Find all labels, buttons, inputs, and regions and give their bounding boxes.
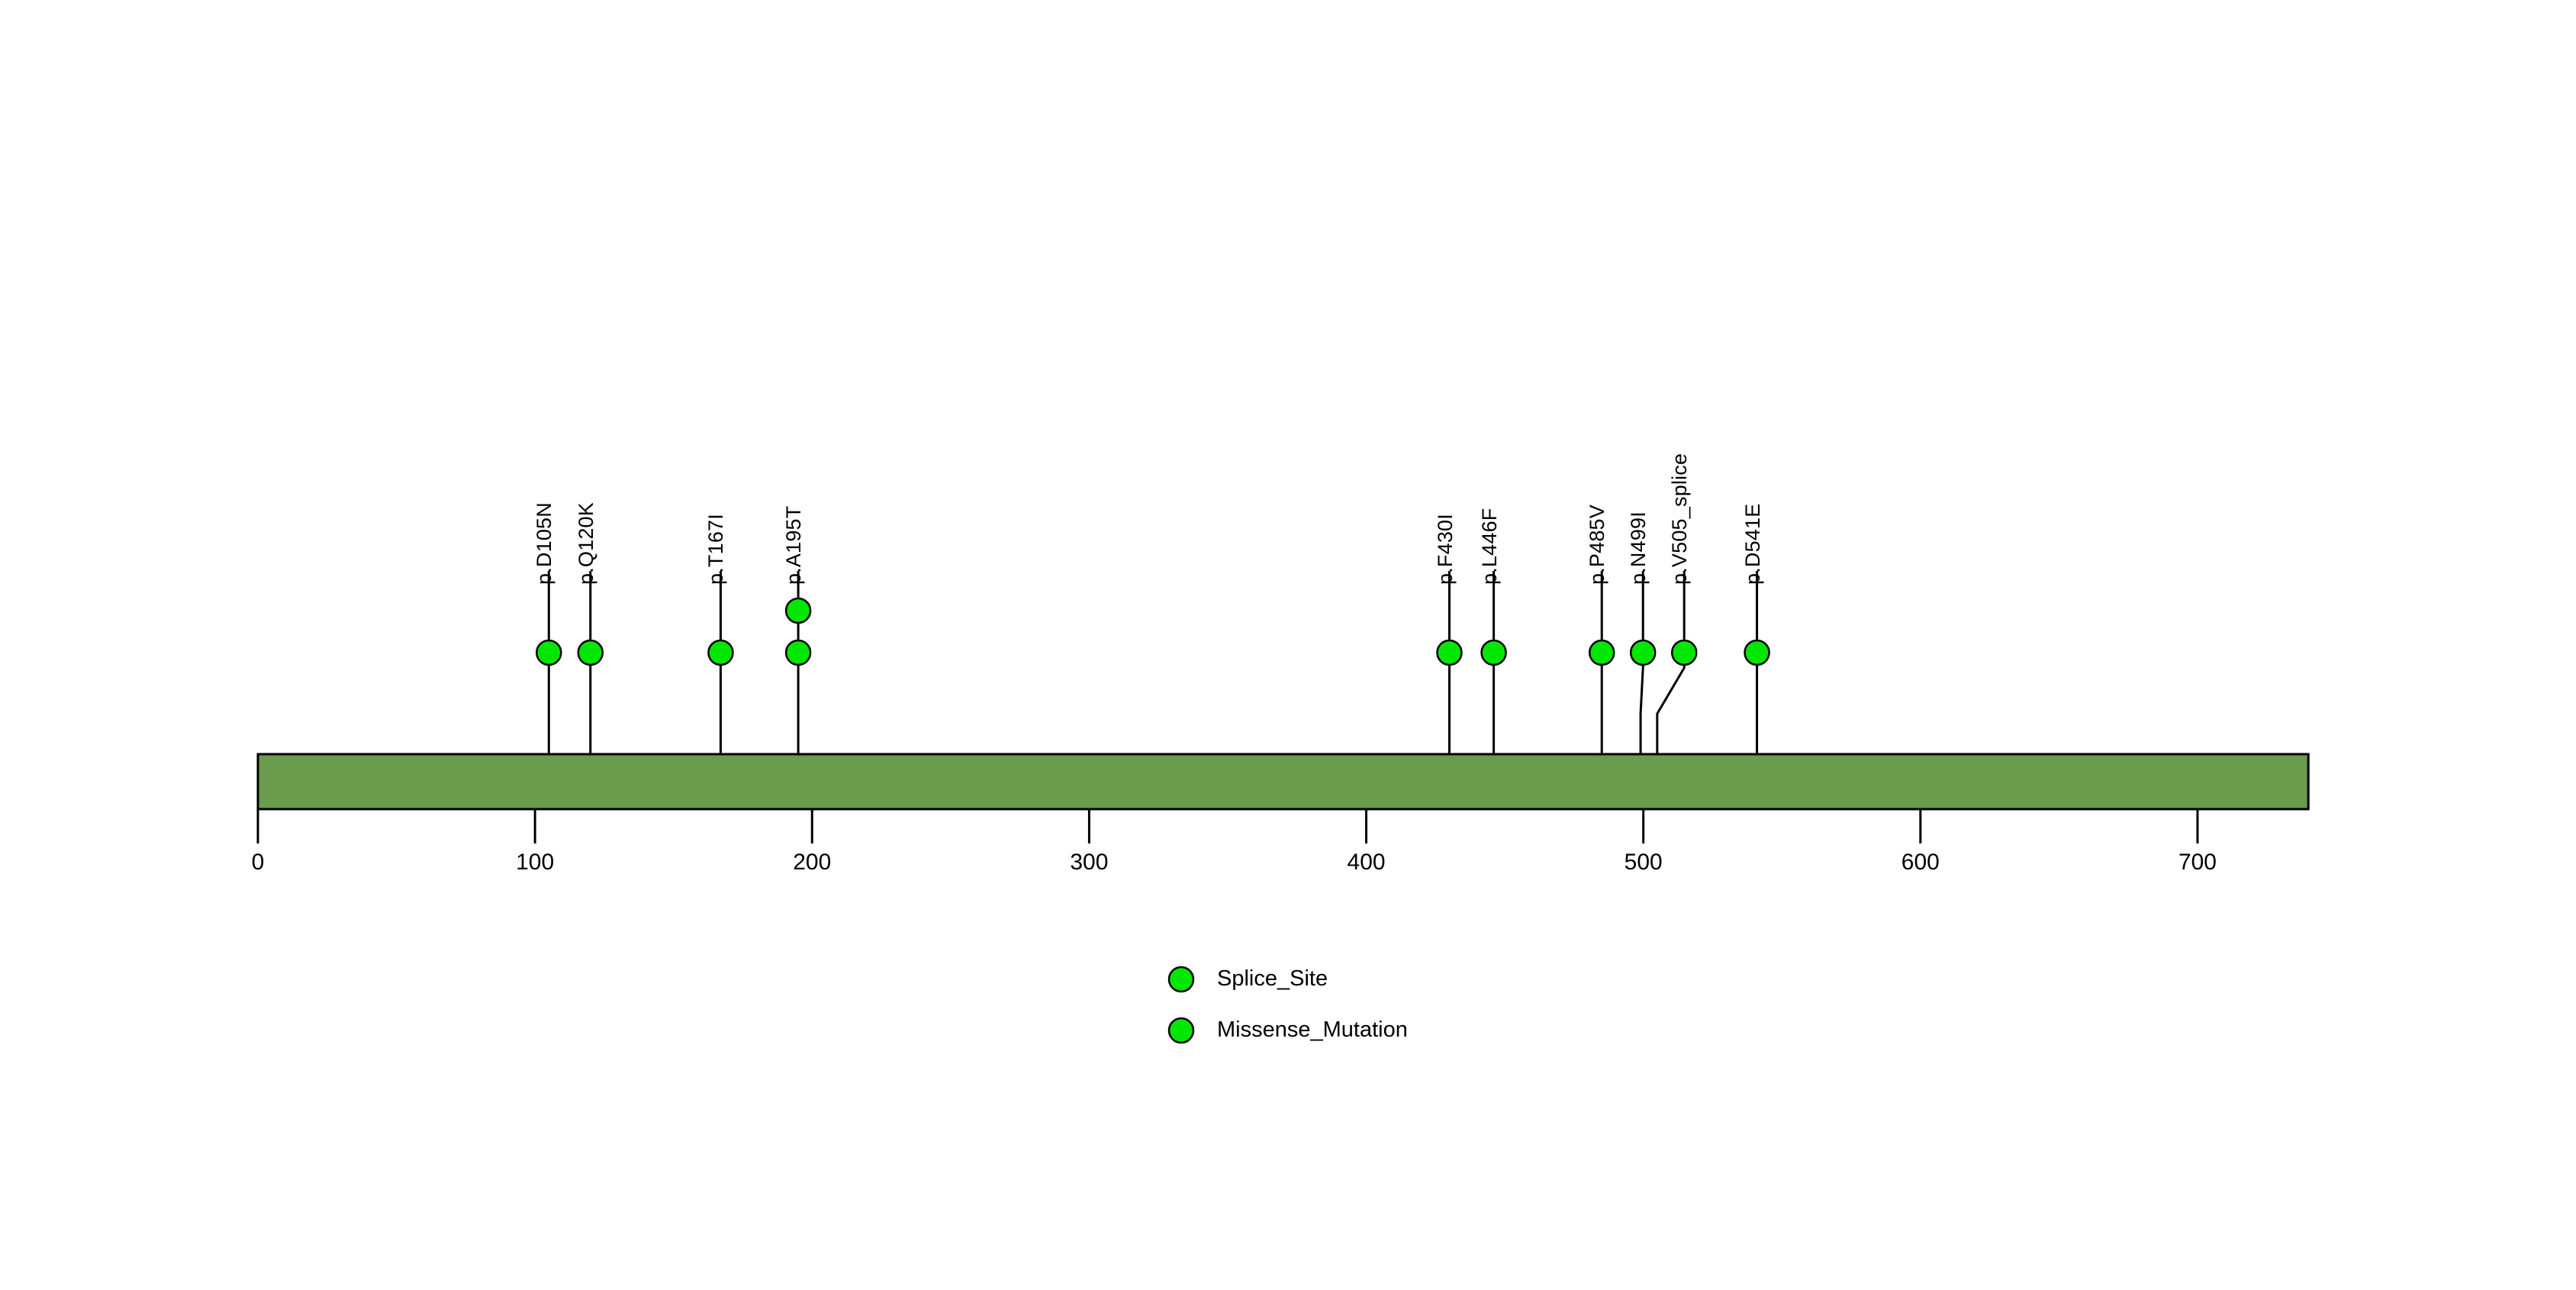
mutation-marker[interactable] [707,639,734,666]
mutation-marker[interactable] [577,639,604,666]
mutation-label-p.P485V: p.P485V [1586,505,1609,585]
mutation-marker[interactable] [1670,639,1698,666]
axis-tick-label-400: 400 [1347,850,1386,875]
protein-backbone-bar [256,753,2310,811]
mutation-label-p.V505_splice: p.V505_splice [1668,453,1692,585]
legend-label-Splice_Site: Splice_Site [1217,966,1328,991]
mutation-markers-group [536,597,1770,666]
axis-tick-label-0: 0 [251,850,265,875]
mutation-label-p.D105N: p.D105N [533,502,556,585]
legend-label-Missense_Mutation: Missense_Mutation [1217,1017,1408,1042]
mutation-marker[interactable] [784,597,812,624]
axis-tick-label-600: 600 [1901,850,1940,875]
legend-marker-Missense_Mutation [1167,1017,1195,1044]
mutation-marker[interactable] [1480,639,1507,666]
mutation-label-p.D541E: p.D541E [1740,503,1764,585]
mutation-marker[interactable] [1744,639,1770,666]
mutation-marker[interactable] [1588,639,1615,666]
legend-markers-group [1167,966,1195,1044]
mutation-label-p.Q120K: p.Q120K [574,502,597,585]
axis-tick-label-200: 200 [793,850,832,875]
axis-tick-label-700: 700 [2178,850,2217,875]
mutation-marker[interactable] [784,639,812,666]
legend-marker-Splice_Site [1167,966,1195,993]
axis-tick-label-500: 500 [1624,850,1663,875]
mutation-marker[interactable] [536,639,562,666]
mutation-label-p.F430I: p.F430I [1433,514,1457,585]
mutation-label-p.A195T: p.A195T [782,505,806,585]
mutation-marker[interactable] [1629,639,1657,666]
axis-tick-label-100: 100 [516,850,555,875]
x-axis [256,809,2199,843]
mutation-marker[interactable] [1436,639,1463,666]
protein-domain-bar [256,753,2310,811]
mutation-label-p.L446F: p.L446F [1477,508,1501,585]
axis-tick-label-300: 300 [1070,850,1109,875]
mutation-label-p.N499I: p.N499I [1627,511,1650,585]
mutation-label-p.T167I: p.T167I [704,514,728,585]
